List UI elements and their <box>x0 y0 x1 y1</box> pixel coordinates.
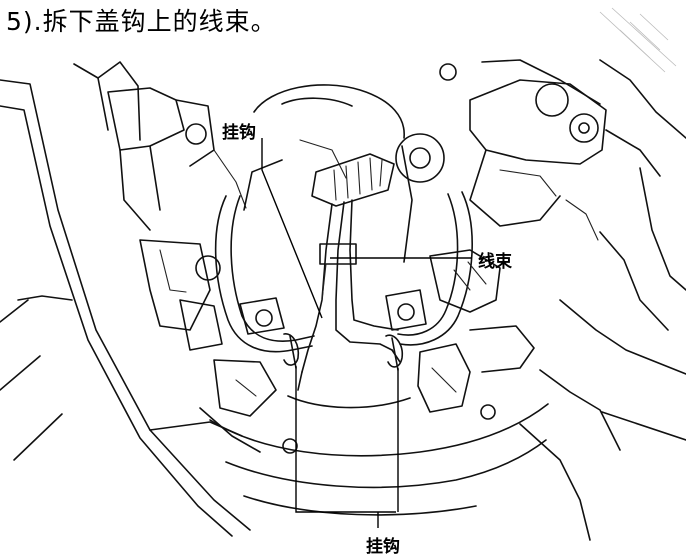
console-right-trim <box>439 59 686 541</box>
shifter-housing <box>243 84 413 263</box>
hook-clip-right <box>385 334 404 371</box>
leader-lines <box>261 138 472 528</box>
lower-right-mechanism <box>282 249 535 454</box>
wire-connector <box>311 133 445 207</box>
harness-right-loop <box>385 191 473 346</box>
upper-right-actuator <box>469 79 607 241</box>
wire-harness-bundle <box>297 199 401 391</box>
leader-hook-top <box>261 138 323 319</box>
callout-hook-bottom: 挂钩 <box>366 537 400 557</box>
lower-left-mechanism <box>139 239 277 453</box>
console-base <box>209 395 549 516</box>
callout-wire-harness: 线束 <box>478 252 512 272</box>
callout-hook-top: 挂钩 <box>222 123 256 143</box>
upper-left-bracket <box>107 87 247 231</box>
console-outer-trim <box>0 61 251 537</box>
leader-hook-bottom-left <box>295 366 396 513</box>
hook-clip-left <box>283 333 300 369</box>
harness-left-loop <box>214 195 315 353</box>
watermark-stamp <box>599 7 677 73</box>
step-title: 5).拆下盖钩上的线束。 <box>6 7 277 36</box>
